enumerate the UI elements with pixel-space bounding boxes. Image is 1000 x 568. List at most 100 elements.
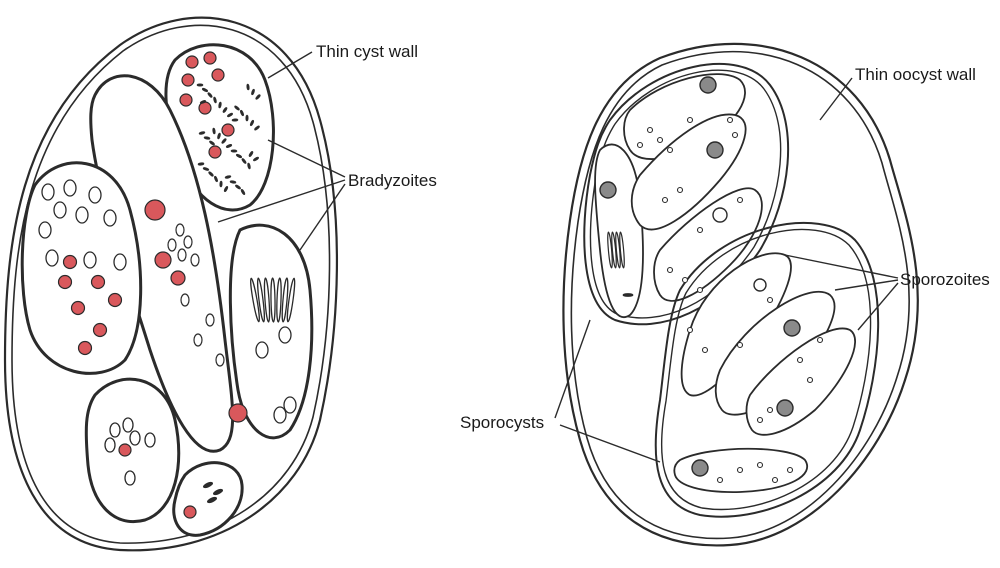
- label-sporocysts: Sporocysts: [460, 413, 544, 432]
- label-sporozoites: Sporozoites: [900, 270, 990, 289]
- granule: [733, 133, 738, 138]
- vacuole: [176, 224, 184, 236]
- dense-granule: [232, 119, 238, 122]
- granule: [808, 378, 813, 383]
- granule: [798, 358, 803, 363]
- red-granule: [94, 324, 107, 337]
- nucleus: [784, 320, 800, 336]
- vacuole: [84, 252, 96, 268]
- red-granule: [204, 52, 216, 64]
- label-thin-cyst-wall: Thin cyst wall: [316, 42, 418, 61]
- granule: [758, 418, 763, 423]
- vacuole: [114, 254, 126, 270]
- residual-body: [713, 208, 727, 222]
- dense-granule: [246, 115, 249, 121]
- bradyzoite-bottom-small: [174, 463, 242, 536]
- granule: [688, 328, 693, 333]
- granule: [678, 188, 683, 193]
- vacuole: [216, 354, 224, 366]
- granule: [768, 408, 773, 413]
- red-granule: [186, 56, 198, 68]
- vacuole: [178, 249, 186, 261]
- vacuole: [123, 418, 133, 432]
- granule: [718, 478, 723, 483]
- vacuole: [279, 327, 291, 343]
- granule: [738, 468, 743, 473]
- red-granule: [212, 69, 224, 81]
- red-granule: [171, 271, 185, 285]
- red-granule: [222, 124, 234, 136]
- rod: [623, 294, 633, 297]
- red-granule: [184, 506, 196, 518]
- residual-body: [754, 279, 766, 291]
- nucleus: [692, 460, 708, 476]
- vacuole: [256, 342, 268, 358]
- vacuole: [206, 314, 214, 326]
- red-granule: [92, 276, 105, 289]
- dense-granule: [246, 84, 249, 90]
- vacuole: [110, 423, 120, 437]
- red-granule: [229, 404, 247, 422]
- dense-granule: [197, 84, 203, 86]
- red-granule: [180, 94, 192, 106]
- granule: [738, 198, 743, 203]
- dense-granule: [231, 150, 237, 153]
- vacuole: [76, 207, 88, 223]
- nucleus: [777, 400, 793, 416]
- tissue-cyst: [5, 18, 337, 551]
- red-granule: [109, 294, 122, 307]
- vacuole: [194, 334, 202, 346]
- vacuole: [284, 397, 296, 413]
- red-granule: [182, 74, 194, 86]
- label-thin-oocyst-wall: Thin oocyst wall: [855, 65, 976, 84]
- red-granule: [79, 342, 92, 355]
- granule: [663, 198, 668, 203]
- dense-granule: [220, 181, 223, 187]
- vacuole: [39, 222, 51, 238]
- bradyzoite-bottom-left: [86, 379, 178, 521]
- vacuole: [191, 254, 199, 266]
- granule: [698, 288, 703, 293]
- vacuole: [168, 239, 176, 251]
- granule: [818, 338, 823, 343]
- granule: [758, 463, 763, 468]
- nucleus: [707, 142, 723, 158]
- red-granule: [72, 302, 85, 315]
- red-granule: [59, 276, 72, 289]
- red-granule: [145, 200, 165, 220]
- granule: [668, 148, 673, 153]
- vacuole: [105, 438, 115, 452]
- vacuole: [89, 187, 101, 203]
- granule: [728, 118, 733, 123]
- red-granule: [64, 256, 77, 269]
- granule: [668, 268, 673, 273]
- granule: [703, 348, 708, 353]
- nucleus: [600, 182, 616, 198]
- vacuole: [54, 202, 66, 218]
- granule: [738, 343, 743, 348]
- granule: [698, 228, 703, 233]
- red-granule: [119, 444, 131, 456]
- vacuole: [64, 180, 76, 196]
- vacuole: [274, 407, 286, 423]
- vacuole: [130, 431, 140, 445]
- red-granule: [209, 146, 221, 158]
- red-granule: [155, 252, 171, 268]
- granule: [788, 468, 793, 473]
- granule: [683, 278, 688, 283]
- vacuole: [42, 184, 54, 200]
- rod: [271, 278, 276, 322]
- granule: [638, 143, 643, 148]
- oocyst: [563, 44, 917, 546]
- vacuole: [104, 210, 116, 226]
- vacuole: [184, 236, 192, 248]
- granule: [773, 478, 778, 483]
- vacuole: [181, 294, 189, 306]
- granule: [768, 298, 773, 303]
- label-bradyzoites: Bradyzoites: [348, 171, 437, 190]
- granule: [648, 128, 653, 133]
- granule: [658, 138, 663, 143]
- vacuole: [145, 433, 155, 447]
